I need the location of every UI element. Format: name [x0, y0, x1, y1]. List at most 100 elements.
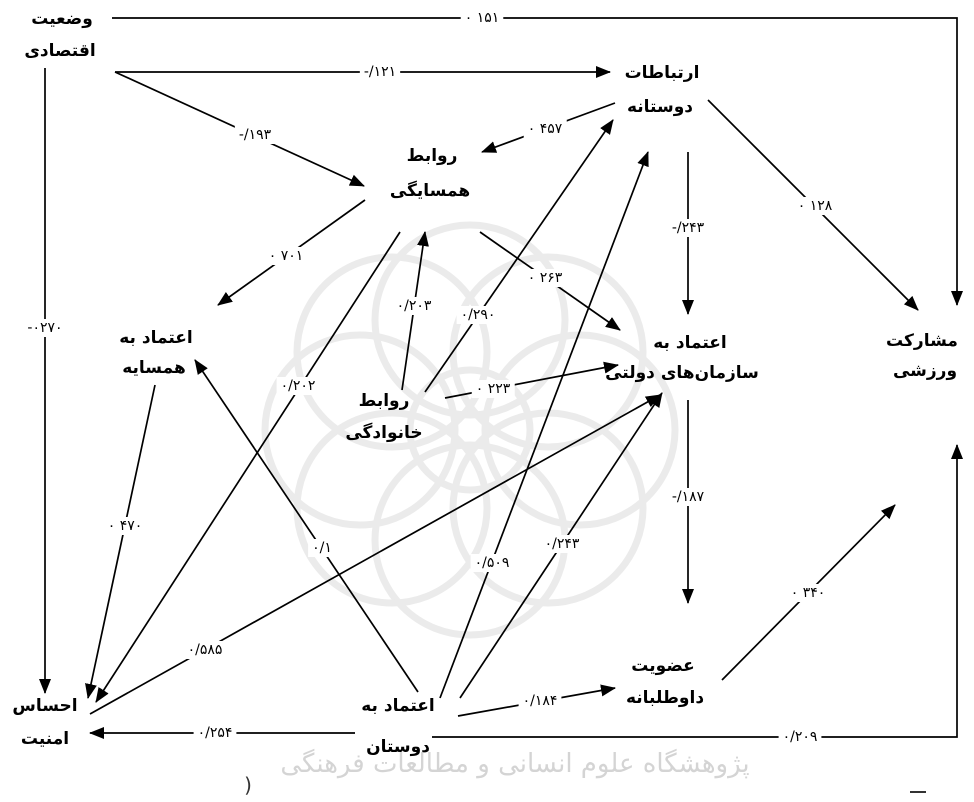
edge-line [424, 119, 614, 393]
edge-line [95, 231, 401, 703]
edge-label-background [264, 247, 308, 265]
edge-label-background [359, 63, 401, 81]
edge-label-background [778, 728, 822, 746]
edge-label-background [667, 488, 709, 506]
edge-family-to-government: ۰ ۲۲۳ [444, 361, 619, 399]
node-label-line: احساس [12, 696, 77, 716]
edge-friends-to-friendly: ۰/۵۰۹ [439, 151, 649, 699]
edge-label-background [234, 126, 276, 144]
edge-coefficient-label: ۰/۵۸۵ [188, 642, 223, 658]
node-sports-participation: مشارکت ورزشی [886, 331, 958, 381]
edge-neighborhood-to-government: ۰ ۲۶۳ [479, 231, 621, 331]
edge-coefficient-label: ۰/۲۰۳ [397, 298, 432, 314]
edge-coefficient-label: ۰ ۲۲۳ [476, 381, 511, 397]
edge-coefficient-label: ۰/۲۹۰ [461, 307, 496, 323]
edge-coefficient-label: ۰ ۳۴۰ [791, 585, 826, 601]
node-label-line: وضعیت [31, 9, 93, 29]
node-trust-government: اعتماد به سازمان‌های دولتی [605, 333, 759, 383]
node-label-line: روابط [359, 391, 410, 411]
edge-friends-to-trust-neighbor: ۰/۱ [194, 359, 419, 693]
edge-coefficient-label: ۰ ۲۶۳ [528, 270, 563, 286]
edge-coefficient-label: ۰ ۷۰۱ [269, 248, 304, 264]
node-label-line: دوستانه [627, 97, 693, 117]
node-neighborhood-relations: روابط همسایگی [390, 146, 470, 201]
edge-security-to-government: ۰/۵۸۵ [89, 394, 661, 715]
edge-coefficient-label: ۰/۲۰۹ [783, 729, 818, 745]
edge-family-to-friendly: ۰/۲۹۰ [424, 119, 614, 393]
edge-coefficient-label: -/۱۲۱ [364, 64, 396, 80]
node-family-relations: روابط خانوادگی [345, 391, 422, 443]
edge-coefficient-label: ۰/۲۰۲ [281, 378, 316, 394]
edge-economic-to-sports: ۰ ۱۵۱ [112, 9, 963, 306]
edge-government-to-volunteer: -/۱۸۷ [667, 400, 709, 604]
node-label-line: اعتماد به [361, 696, 435, 716]
edge-neighborhood-to-trust-neighbor: ۰ ۷۰۱ [217, 199, 366, 306]
edge-label-background [540, 535, 584, 553]
edge-friendly-to-neighborhood: ۰ ۴۵۷ [481, 102, 616, 153]
node-trust-friends: اعتماد به دوستان [361, 696, 435, 757]
node-label-line: داوطلبانه [626, 688, 704, 708]
edge-label-background [667, 219, 709, 237]
edge-volunteer-to-sports: ۰ ۳۴۰ [721, 504, 896, 681]
edge-coefficient-label: -/۱۹۳ [239, 127, 272, 143]
edge-label-background [308, 539, 336, 557]
edge-label-background [460, 9, 504, 27]
edge-friends-to-volunteer: ۰/۱۸۴ [457, 684, 616, 717]
edge-label-background [193, 724, 237, 742]
edge-label-background [456, 306, 500, 324]
edge-coefficient-label: ۰ ۴۷۰ [108, 518, 143, 534]
edge-coefficient-label: ۰ ۴۵۷ [528, 121, 563, 137]
edge-coefficient-label: ۰/۱۸۴ [523, 693, 558, 709]
edge-neighborhood-to-security: ۰/۲۰۲ [95, 231, 401, 703]
node-label-line: ارتباطات [625, 63, 700, 83]
edge-label-background [103, 517, 147, 535]
node-label-line: دوستان [366, 737, 430, 757]
node-label-line: مشارکت [886, 331, 958, 351]
node-trust-neighbor: اعتماد به همسایه [119, 328, 193, 378]
node-label-line: همسایه [122, 358, 186, 378]
edge-label-background [276, 377, 320, 395]
edge-line [439, 151, 649, 699]
edge-line [194, 359, 419, 693]
edge-coefficient-label: -۰۲۷۰ [27, 320, 62, 336]
edge-family-to-neighborhood: ۰/۲۰۳ [392, 231, 436, 391]
edge-label-background [786, 584, 830, 602]
edge-line [112, 17, 963, 306]
node-label-line: امنیت [21, 729, 69, 749]
edge-label-background [23, 319, 67, 337]
edge-label-background [471, 380, 515, 398]
edge-economic-to-neighborhood: -/۱۹۳ [114, 71, 365, 187]
edge-line [432, 444, 963, 738]
edge-friendly-to-sports: ۰ ۱۲۸ [707, 99, 919, 311]
node-label-line: همسایگی [390, 180, 470, 201]
edge-economic-to-security: -۰۲۷۰ [23, 68, 67, 694]
edge-label-background [523, 120, 567, 138]
edge-coefficient-label: -/۱۸۷ [672, 489, 705, 505]
node-economic-status: وضعیت اقتصادی [24, 9, 95, 61]
edge-friendly-to-government: -/۲۴۳ [667, 152, 709, 315]
watermark-text: پژوهشگاه علوم انسانی و مطالعات فرهنگی [280, 748, 749, 779]
node-sense-of-security: احساس امنیت [12, 696, 77, 749]
node-label-line: ورزشی [893, 361, 957, 381]
node-friendly-relations: ارتباطات دوستانه [625, 63, 700, 117]
node-label-line: اقتصادی [24, 41, 95, 61]
edge-trust-neighbor-to-security: ۰ ۴۷۰ [85, 384, 156, 699]
node-label-line: عضویت [631, 656, 694, 676]
edge-coefficient-label: -/۲۴۳ [672, 220, 705, 236]
edge-line [85, 384, 156, 699]
edge-friends-to-government: ۰/۲۴۳ [459, 392, 663, 699]
edge-friends-to-sports: ۰/۲۰۹ [432, 444, 963, 746]
edge-label-background [518, 692, 562, 710]
edge-coefficient-label: ۰/۲۴۳ [545, 536, 580, 552]
node-label-line: اعتماد به [119, 328, 193, 348]
edge-coefficient-label: ۰ ۱۵۱ [465, 10, 500, 26]
node-volunteer-membership: عضویت داوطلبانه [626, 656, 704, 708]
node-label-line: اعتماد به [653, 333, 727, 353]
edge-coefficient-label: ۰/۵۰۹ [475, 555, 510, 571]
edge-label-background [392, 297, 436, 315]
edge-coefficient-label: ۰/۲۵۴ [198, 725, 233, 741]
edge-label-background [523, 269, 567, 287]
stray-mark: ) [244, 773, 252, 797]
edge-line [89, 394, 661, 715]
